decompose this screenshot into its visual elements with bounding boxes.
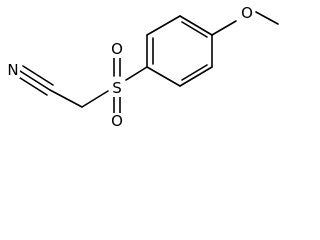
sulfur-atom-label: S — [112, 79, 122, 97]
bond-methylene-to-sulfur — [81, 90, 109, 108]
sulfonyl-double-bond-top — [113, 57, 121, 77]
oxygen-atom-label-methoxy: O — [241, 4, 253, 22]
bond-nitrile-carbon-to-methylene — [49, 89, 83, 108]
nitrogen-atom-label: N — [7, 61, 18, 79]
oxygen-atom-label-bottom: O — [111, 112, 123, 130]
bond-sulfur-to-ring — [125, 66, 148, 81]
nitrile-triple-bond — [16, 65, 54, 96]
sulfonyl-double-bond-bottom — [113, 96, 121, 114]
oxygen-atom-label-top: O — [111, 40, 123, 58]
bond-methoxy-oxygen-to-methyl — [255, 11, 279, 25]
benzene-ring — [146, 15, 213, 87]
molecule-structure: N S O O O — [6, 4, 279, 130]
bond-ring-to-methoxy-oxygen — [211, 20, 237, 36]
